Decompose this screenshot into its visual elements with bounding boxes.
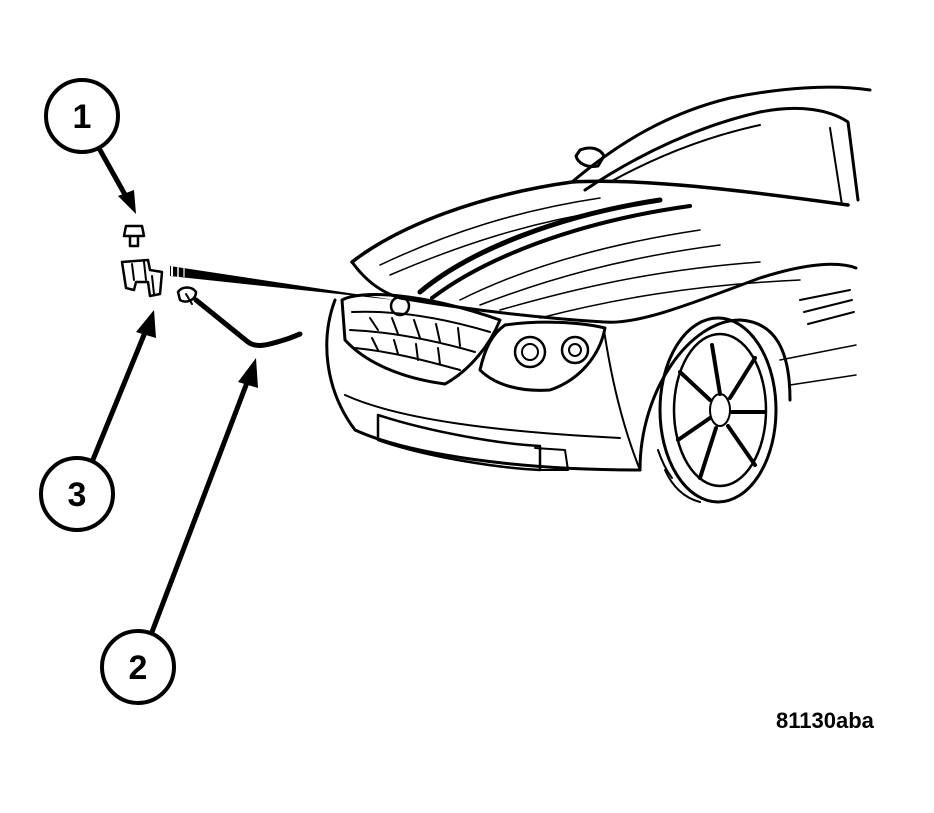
prop-rod-part [176, 286, 303, 348]
car-front-illustration [325, 85, 872, 504]
callout-circle [100, 629, 176, 705]
callout-circle [44, 78, 120, 154]
callout-arrow-1 [97, 147, 136, 214]
callout-arrow-3 [89, 310, 156, 465]
callout-label-3: 3 [68, 476, 87, 514]
figure-id-label: 81130aba [776, 708, 874, 733]
bolt-part [122, 224, 146, 248]
bracket-part [120, 258, 164, 298]
callout-circle [39, 456, 115, 532]
callout-2: 2 [100, 629, 176, 705]
callout-label-1: 1 [73, 98, 92, 136]
callout-label-2: 2 [129, 649, 148, 687]
installation-leader-line [170, 266, 395, 300]
callout-1: 1 [44, 78, 120, 154]
callout-arrow-2 [149, 358, 258, 635]
callout-3: 3 [39, 456, 115, 532]
hood-prop-parts [120, 224, 303, 348]
